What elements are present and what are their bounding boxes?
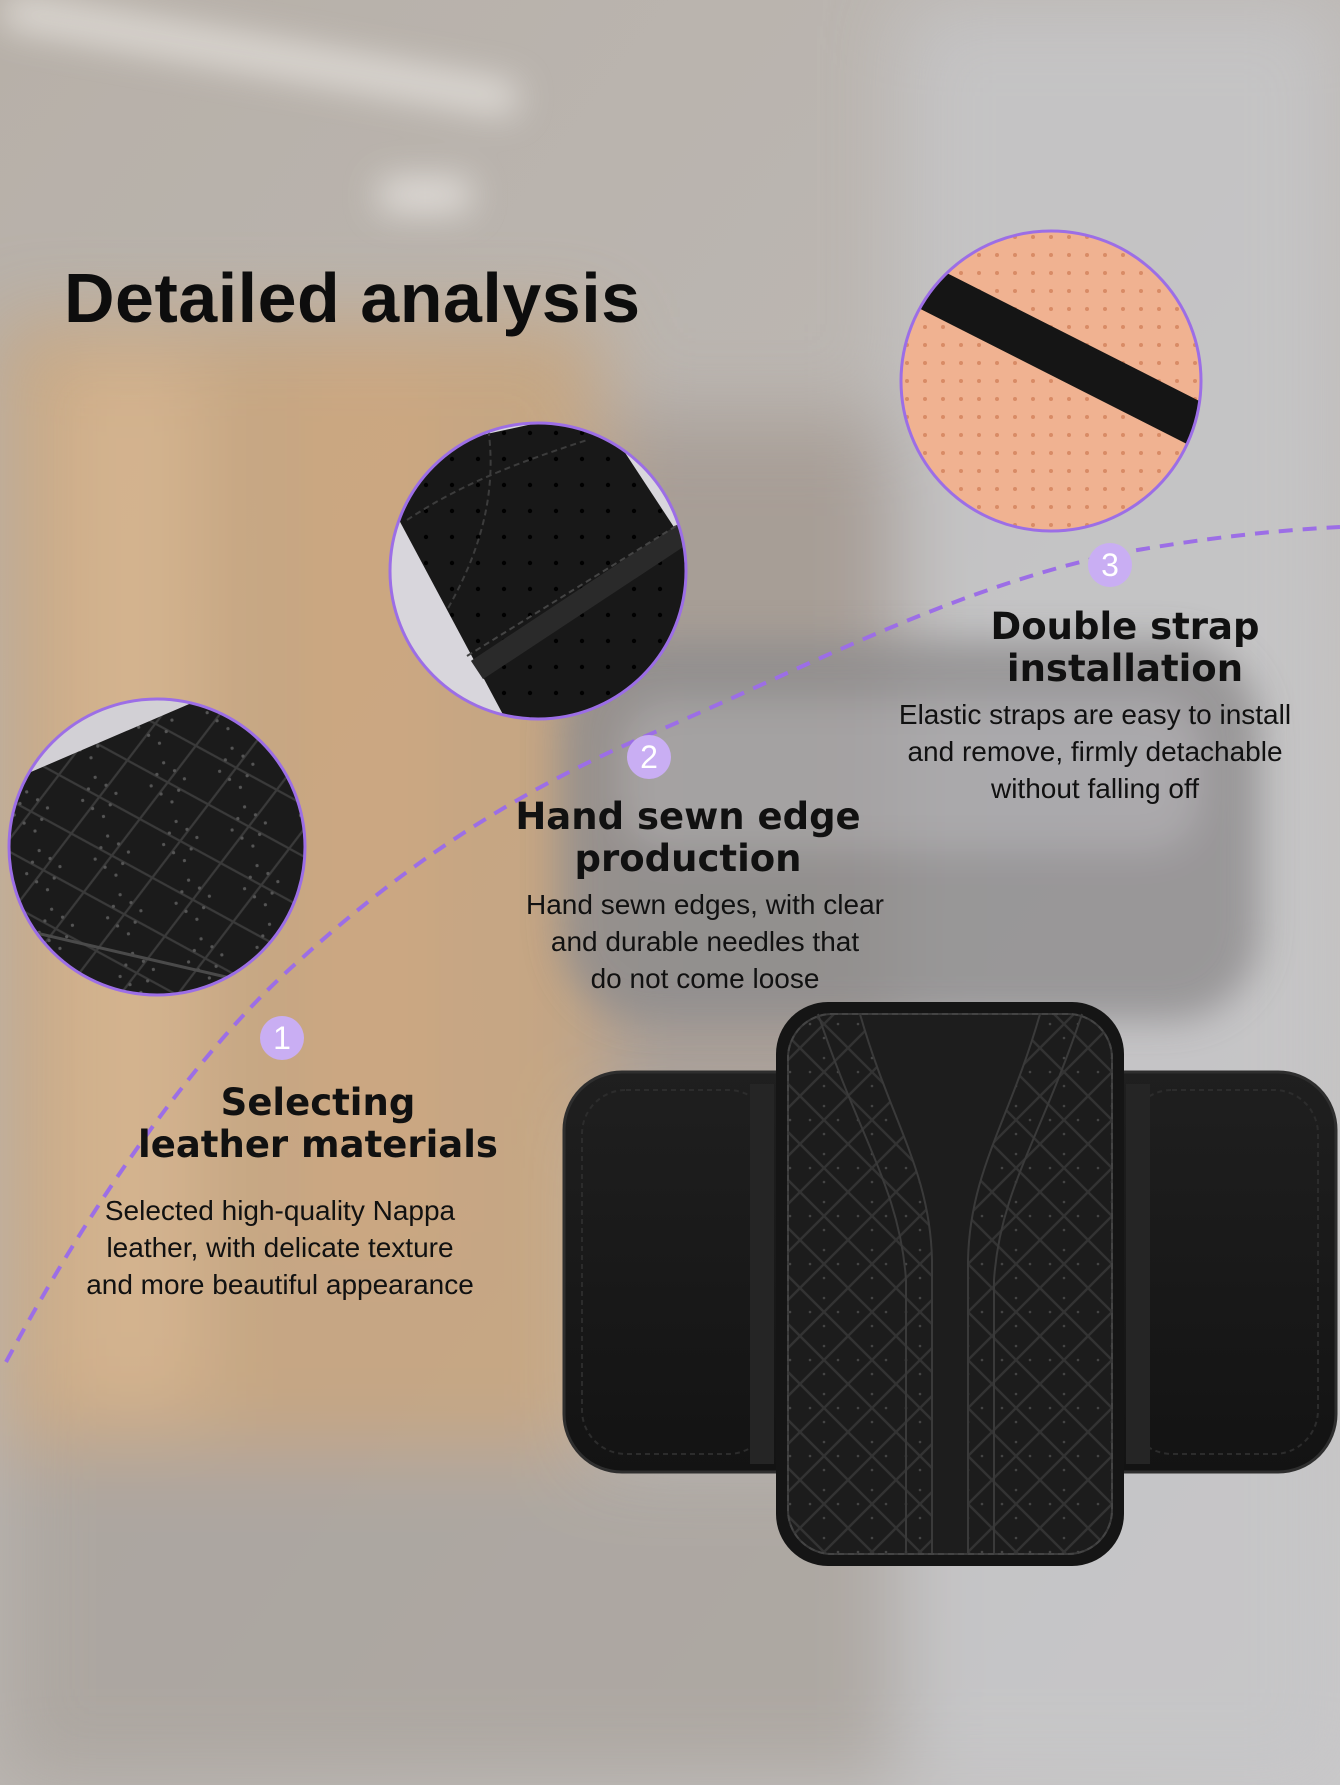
feature-2-heading: Hand sewn edge production — [515, 795, 861, 880]
step-number-3: 3 — [1088, 543, 1132, 587]
detail-hand-sewn-edge — [388, 421, 688, 721]
detail-quilted-leather — [7, 697, 307, 997]
feature-1-description: Selected high-quality Nappa leather, wit… — [86, 1195, 474, 1300]
feature-2-description: Hand sewn edges, with clear and durable … — [526, 889, 884, 994]
page-title: Detailed analysis — [64, 259, 641, 337]
feature-1-heading: Selecting leather materials — [138, 1081, 498, 1166]
feature-3-heading: Double strap installation — [990, 605, 1260, 690]
step-number-1: 1 — [260, 1016, 304, 1060]
armrest-cushion-product — [562, 1002, 1338, 1566]
step-number-2: 2 — [627, 735, 671, 779]
feature-3-description: Elastic straps are easy to install and r… — [898, 699, 1292, 804]
detail-elastic-strap — [899, 229, 1203, 533]
